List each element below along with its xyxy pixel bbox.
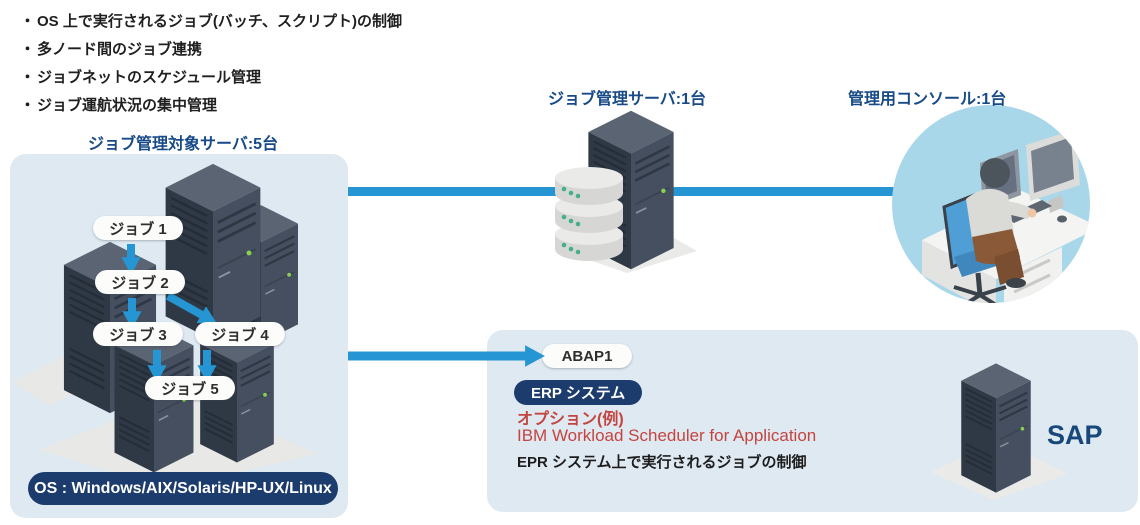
server-cluster-illustration [12, 162, 318, 488]
job-pill-5: ジョブ 5 [145, 376, 235, 400]
feature-text: ジョブ運航状況の集中管理 [37, 97, 218, 114]
console-title: 管理用コンソール:1台 [848, 91, 1007, 108]
sap-label: SAP [1047, 420, 1103, 450]
job-pill-1: ジョブ 1 [93, 216, 183, 240]
erp-panel: ABAP1 ERP システム オプション(例) IBM Workload Sch… [487, 330, 1138, 512]
job-pill-4: ジョブ 4 [195, 322, 285, 346]
feature-item: ・OS 上で実行されるジョブ(バッチ、スクリプト)の制御 [20, 8, 402, 36]
feature-text: 多ノード間のジョブ連携 [37, 41, 203, 58]
feature-item: ・多ノード間のジョブ連携 [20, 36, 402, 64]
os-badge: OS : Windows/AIX/Solaris/HP-UX/Linux [28, 472, 338, 505]
feature-text: ジョブネットのスケジュール管理 [37, 69, 261, 86]
bullet-marker: ・ [20, 69, 36, 86]
bullet-marker: ・ [20, 13, 36, 30]
option-product-name: IBM Workload Scheduler for Application [517, 426, 817, 445]
operator-console-illustration [892, 105, 1090, 303]
sap-server-icon [930, 362, 1068, 500]
job-server-title: ジョブ管理サーバ:1台 [547, 91, 707, 108]
managed-servers-panel: ジョブ 1 ジョブ 2 ジョブ 3 ジョブ 4 ジョブ 5 OS : Windo… [10, 154, 348, 518]
option-label: オプション(例) [517, 411, 624, 428]
erp-badge: ERP システム [514, 380, 643, 405]
option-description: EPR システム上で実行されるジョブの制御 [517, 454, 807, 471]
feature-list: ・OS 上で実行されるジョブ(バッチ、スクリプト)の制御 ・多ノード間のジョブ連… [20, 8, 402, 120]
bullet-marker: ・ [20, 97, 36, 114]
abap-tag: ABAP1 [542, 344, 632, 368]
job-pill-3: ジョブ 3 [93, 322, 183, 346]
database-server-icon [555, 109, 697, 273]
feature-item: ・ジョブネットのスケジュール管理 [20, 64, 402, 92]
bullet-marker: ・ [20, 41, 36, 58]
feature-text: OS 上で実行されるジョブ(バッチ、スクリプト)の制御 [37, 13, 402, 30]
feature-item: ・ジョブ運航状況の集中管理 [20, 92, 402, 120]
connector-abap-arrow [348, 345, 545, 367]
job-pill-2: ジョブ 2 [95, 270, 185, 294]
managed-servers-title: ジョブ管理対象サーバ:5台 [88, 136, 279, 153]
